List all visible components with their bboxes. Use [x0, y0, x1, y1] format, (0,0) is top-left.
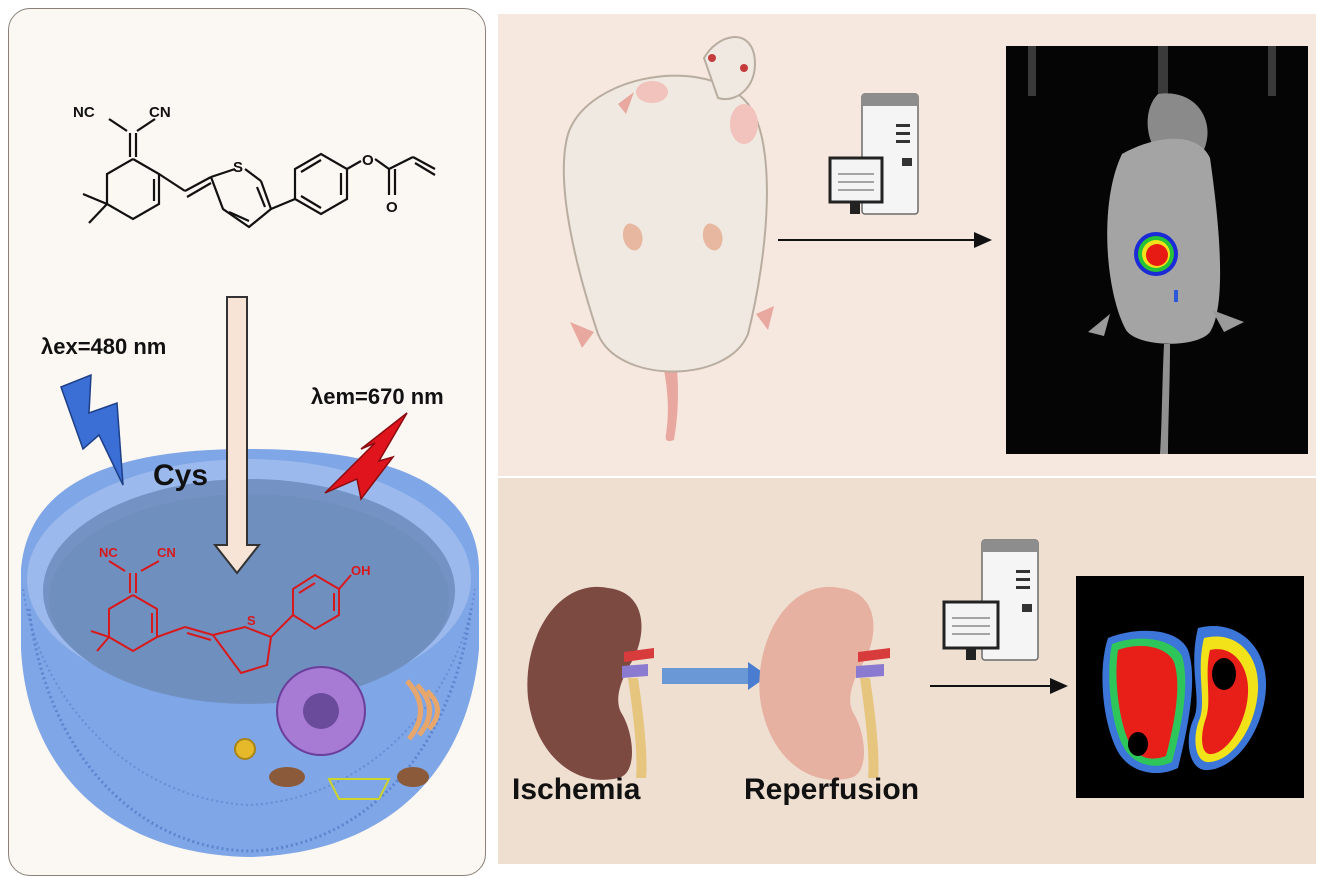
reaction-arrow — [212, 296, 262, 575]
product-nc-label: NC — [99, 545, 118, 560]
emission-wavelength-label: λem=670 nm — [311, 384, 444, 409]
imager-device-icon — [828, 93, 919, 215]
imaging-arrow — [930, 678, 1068, 694]
in-vivo-imaging-panel — [498, 14, 1316, 476]
cell-membrane — [21, 449, 479, 857]
emission-bolt-icon — [324, 412, 408, 501]
ischemia-reperfusion-panel: Ischemia Reperfusion — [498, 478, 1316, 864]
product-hydroxyl-label: OH — [351, 563, 371, 578]
product-sulfur-label: S — [247, 613, 256, 628]
cysteine-label: Cys — [153, 459, 209, 492]
product-structure — [90, 560, 352, 675]
probe-carbonyl-oxygen-label: O — [386, 199, 398, 216]
ischemia-label: Ischemia — [512, 773, 641, 806]
imaging-arrow — [778, 232, 992, 248]
product-cn-label: CN — [157, 545, 176, 560]
transition-arrow — [662, 662, 768, 690]
cell-organelles — [234, 666, 440, 800]
mouse-cartoon — [562, 36, 774, 442]
probe-nc-label: NC — [73, 104, 95, 121]
kidney-fluorescence-image — [1076, 576, 1304, 798]
excitation-wavelength-label: λex=480 nm — [41, 334, 167, 359]
kidney-imaging-illustration — [527, 539, 1304, 798]
ischemic-kidney-icon — [527, 586, 654, 780]
probe-cell-panel: NC CN S O O — [8, 8, 486, 876]
excitation-bolt-icon — [60, 373, 124, 486]
probe-ester-oxygen-label: O — [362, 152, 374, 169]
mouse-imaging-illustration — [562, 36, 1308, 454]
probe-cell-illustration: NC CN S O O — [21, 104, 479, 857]
probe-structure — [82, 118, 436, 229]
reperfused-kidney-icon — [759, 586, 890, 780]
imager-device-icon — [942, 539, 1039, 661]
mouse-fluorescence-image — [1006, 46, 1308, 454]
probe-sulfur-label: S — [233, 159, 243, 176]
reperfusion-label: Reperfusion — [744, 773, 920, 806]
probe-cn-label: CN — [149, 104, 171, 121]
